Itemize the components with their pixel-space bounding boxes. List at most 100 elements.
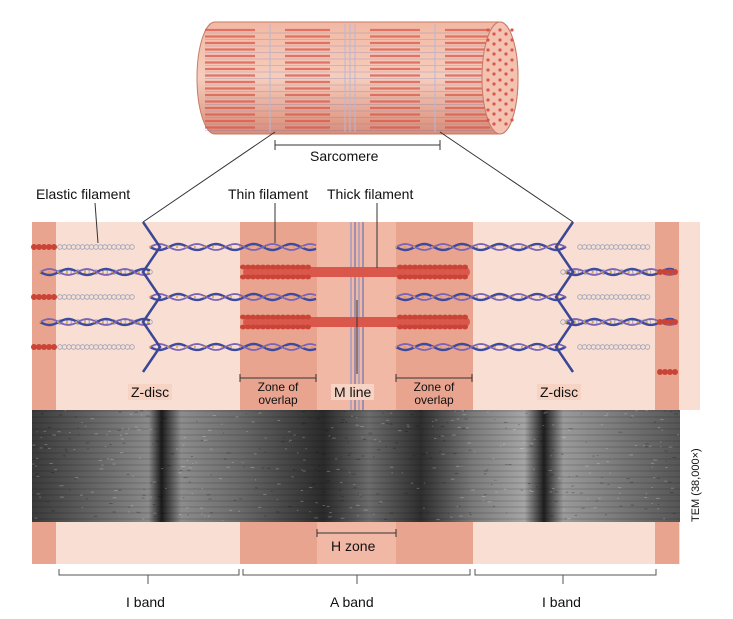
myosin-head: [442, 264, 448, 270]
tem-speckle: [415, 424, 418, 426]
thin-filament-bead: [185, 346, 187, 348]
myosin-head: [397, 314, 403, 320]
tem-speckle: [74, 478, 77, 480]
tem-speckle: [118, 489, 122, 491]
edge-myosin-head: [41, 344, 47, 350]
tem-speckle: [132, 475, 134, 477]
myosin-head: [290, 274, 296, 280]
tem-speckle: [326, 505, 330, 507]
myosin-head: [407, 264, 413, 270]
elastic-coil: [644, 244, 651, 250]
edge-myosin-head: [662, 269, 668, 275]
tem-speckle: [359, 493, 361, 495]
tem-speckle: [561, 436, 566, 438]
tem-speckle: [209, 512, 213, 514]
tem-speckle: [533, 468, 535, 470]
tem-speckle: [353, 483, 356, 485]
thin-filament-bead: [284, 296, 286, 298]
thin-filament-bead: [431, 346, 433, 348]
myosin-head: [397, 274, 403, 280]
thin-filament-bead: [521, 346, 523, 348]
myosin-head: [250, 324, 256, 330]
tem-speckle: [391, 472, 393, 474]
thin-filament-bead: [102, 271, 104, 273]
myosin-head: [447, 274, 453, 280]
thin-filament-bead: [39, 321, 41, 323]
myosin-head: [402, 274, 408, 280]
tem-speckle: [668, 481, 672, 483]
tem-speckle: [153, 512, 157, 514]
tem-speckle: [110, 458, 114, 460]
thin-filament-bead: [655, 271, 657, 273]
i-band-right-label: I band: [542, 594, 581, 610]
tem-speckle: [447, 513, 449, 515]
tem-speckle: [665, 460, 667, 462]
tem-speckle: [669, 492, 674, 494]
tem-speckle: [664, 480, 667, 482]
thin-filament-bead: [84, 271, 86, 273]
tem-speckle: [302, 436, 305, 438]
tem-speckle: [35, 457, 39, 459]
myosin-head: [422, 324, 428, 330]
thin-filament-strand: [149, 292, 317, 302]
cylinder-end-dot: [504, 32, 508, 36]
thin-filament-bead: [574, 321, 576, 323]
thin-filament-bead: [266, 346, 268, 348]
thin-filament-bead: [530, 246, 532, 248]
thin-filament-bead: [48, 271, 50, 273]
zone-overlap-right-label: Zone of overlap: [413, 380, 455, 407]
thin-filament-bead: [194, 346, 196, 348]
tem-speckle: [464, 410, 466, 412]
thin-filament-bead: [284, 246, 286, 248]
tem-speckle: [120, 438, 124, 440]
thin-filament-bead: [221, 296, 223, 298]
tem-speckle: [43, 430, 47, 432]
thin-filament-bead: [521, 296, 523, 298]
thin-filament-bead: [120, 321, 122, 323]
thin-filament-bead: [548, 296, 550, 298]
tem-speckle: [309, 417, 312, 419]
thin-filament-bead: [230, 346, 232, 348]
cylinder-end-dot: [504, 62, 508, 66]
tem-speckle: [487, 411, 489, 413]
cylinder-end-dot: [510, 98, 514, 102]
tem-speckle: [363, 509, 368, 511]
tem-speckle: [142, 518, 145, 520]
myosin-head: [462, 324, 468, 330]
tem-speckle: [548, 470, 553, 472]
tem-speckle: [606, 413, 609, 415]
thin-filament-strand: [395, 342, 567, 352]
tem-speckle: [39, 496, 41, 498]
myosin-head: [422, 314, 428, 320]
myosin-head: [462, 274, 468, 280]
edge-myosin-head: [51, 244, 57, 250]
myosin-head: [417, 264, 423, 270]
thin-filament-bead: [404, 296, 406, 298]
cylinder-end-dot: [498, 58, 502, 62]
tem-speckle: [302, 411, 306, 413]
myosin-head: [305, 324, 311, 330]
tem-speckle: [192, 463, 194, 465]
edge-myosin-head: [36, 244, 42, 250]
elastic-coil: [644, 344, 651, 350]
tem-speckle: [525, 412, 528, 414]
thin-filament-bead: [628, 321, 630, 323]
tem-speckle: [376, 493, 380, 495]
elastic-coil: [129, 344, 135, 350]
tem-speckle: [284, 448, 287, 450]
tem-speckle: [419, 410, 422, 412]
thin-filament-bead: [185, 296, 187, 298]
tem-speckle: [378, 440, 381, 442]
myosin-head: [260, 264, 266, 270]
edge-myosin-head: [672, 319, 678, 325]
thin-filament-bead: [257, 346, 259, 348]
tem-speckle: [39, 447, 43, 449]
tem-speckle: [259, 448, 261, 450]
tem-speckle: [99, 468, 104, 470]
tem-speckle: [58, 414, 63, 416]
tem-speckle: [32, 444, 36, 446]
edge-myosin-head: [657, 269, 663, 275]
tem-speckle: [176, 448, 178, 450]
cylinder-end-dot: [510, 108, 514, 112]
tem-speckle: [571, 492, 575, 494]
